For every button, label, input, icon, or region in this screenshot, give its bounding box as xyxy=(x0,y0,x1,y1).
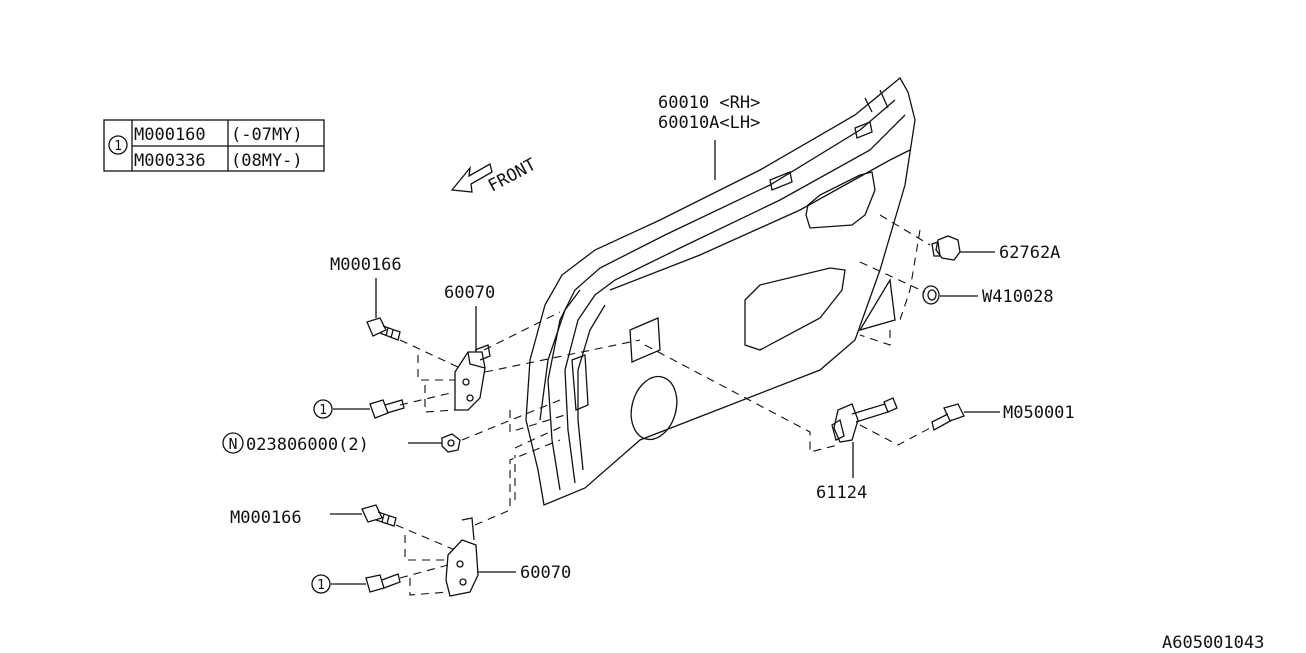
door-lh-label: 60010A<LH> xyxy=(658,113,760,133)
nut-label: 023806000(2) xyxy=(246,435,369,455)
nut-symbol: N xyxy=(228,435,237,453)
checker-bolt-label: M050001 xyxy=(1003,403,1075,423)
lower-hinge-label: 60070 xyxy=(520,563,571,583)
upper-hinge-label: 60070 xyxy=(444,283,495,303)
upper-ref-bolt-number: 1 xyxy=(319,403,327,418)
checker-bolt-part xyxy=(931,403,965,431)
legend-ref-number: 1 xyxy=(114,139,122,154)
plug-label: 62762A xyxy=(999,243,1060,263)
ref-circle-icon xyxy=(313,399,333,419)
upper-hinge-bolt-part xyxy=(366,317,401,341)
lower-ref-bolt-number: 1 xyxy=(317,578,325,593)
legend-part-1: M000160 xyxy=(134,125,206,145)
door-panel xyxy=(525,77,916,506)
door-rh-label: 60010 <RH> xyxy=(658,93,760,113)
lower-hinge-bolt-part xyxy=(361,504,397,527)
washer-part xyxy=(922,285,940,305)
checker-label: 61124 xyxy=(816,483,867,503)
plug-part xyxy=(931,235,961,261)
ref-circle-icon xyxy=(108,135,128,155)
diagram-id: A605001043 xyxy=(1162,633,1264,653)
washer-label: W410028 xyxy=(982,287,1054,307)
lower-hinge-part xyxy=(445,517,479,597)
lower-ref-bolt-part xyxy=(365,573,401,593)
legend-applicability-2: (08MY-) xyxy=(231,151,303,171)
ref-circle-icon xyxy=(311,574,331,594)
checker-part xyxy=(831,397,898,443)
legend-part-2: M000336 xyxy=(134,151,206,171)
lower-hinge-bolt-label: M000166 xyxy=(230,508,302,528)
upper-ref-bolt-part xyxy=(369,399,405,419)
upper-hinge-part xyxy=(454,344,491,411)
legend-applicability-1: (-07MY) xyxy=(231,125,303,145)
upper-hinge-bolt-label: M000166 xyxy=(330,255,402,275)
nut-symbol-icon xyxy=(222,432,244,454)
front-arrow-icon xyxy=(450,163,493,193)
nut-part xyxy=(441,433,461,453)
legend-table: 1 M000160 (-07MY) M000336 (08MY-) xyxy=(103,119,325,172)
front-label: FRONT xyxy=(485,155,540,197)
